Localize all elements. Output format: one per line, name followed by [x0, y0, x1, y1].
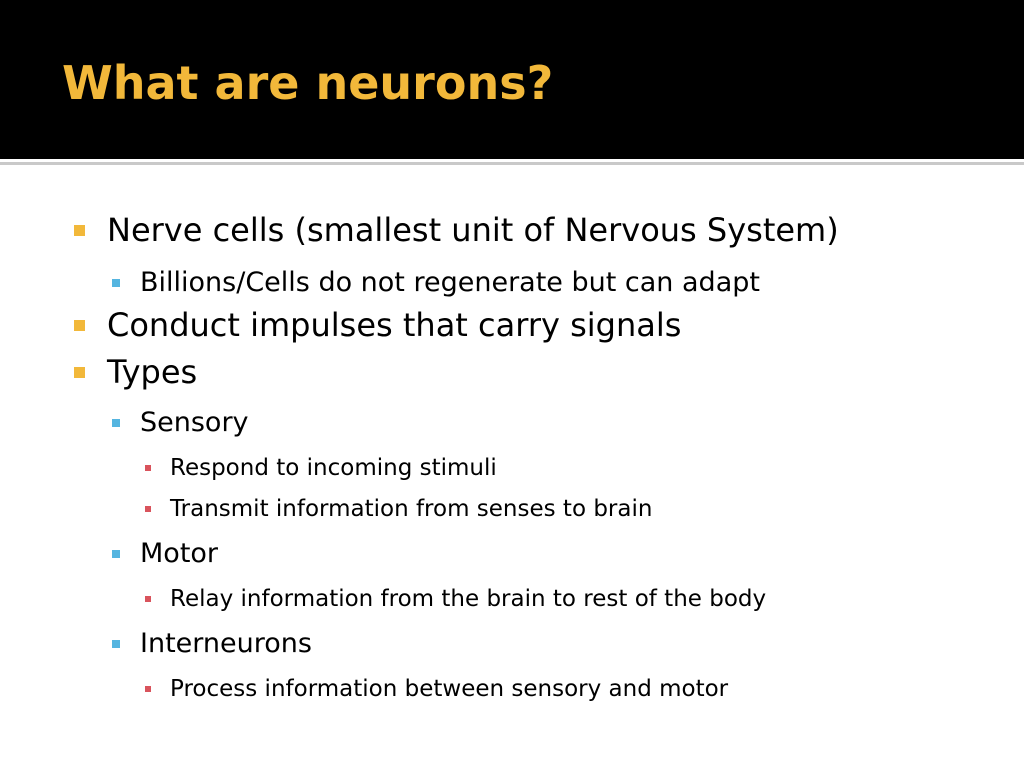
bullet-item: Types	[74, 353, 198, 391]
sub-sub-bullet-item: Respond to incoming stimuli	[145, 454, 497, 482]
bullet-text: Motor	[140, 538, 219, 569]
bullet-text: Billions/Cells do not regenerate but can…	[140, 267, 760, 298]
bullet-text: Nerve cells (smallest unit of Nervous Sy…	[107, 211, 839, 249]
sub-bullet-item: Billions/Cells do not regenerate but can…	[112, 267, 760, 299]
square-bullet-icon	[112, 419, 120, 427]
title-divider-highlight	[0, 159, 1024, 162]
bullet-text: Types	[107, 353, 198, 391]
bullet-text: Respond to incoming stimuli	[170, 455, 497, 481]
sub-sub-bullet-item: Process information between sensory and …	[145, 675, 729, 703]
sub-bullet-item: Sensory	[112, 407, 249, 439]
sub-bullet-item: Motor	[112, 538, 219, 570]
sub-bullet-item: Interneurons	[112, 628, 312, 660]
bullet-text: Relay information from the brain to rest…	[170, 586, 767, 612]
bullet-item: Nerve cells (smallest unit of Nervous Sy…	[74, 211, 839, 249]
bullet-text: Process information between sensory and …	[170, 676, 729, 702]
square-bullet-icon	[145, 686, 151, 692]
square-bullet-icon	[145, 596, 151, 602]
sub-sub-bullet-item: Relay information from the brain to rest…	[145, 585, 767, 613]
square-bullet-icon	[145, 506, 151, 512]
square-bullet-icon	[74, 225, 85, 236]
bullet-item: Conduct impulses that carry signals	[74, 306, 682, 344]
square-bullet-icon	[74, 320, 85, 331]
title-divider-shadow	[0, 162, 1024, 165]
square-bullet-icon	[145, 465, 151, 471]
square-bullet-icon	[74, 367, 85, 378]
bullet-text: Transmit information from senses to brai…	[170, 496, 653, 522]
bullet-text: Conduct impulses that carry signals	[107, 306, 682, 344]
square-bullet-icon	[112, 279, 120, 287]
square-bullet-icon	[112, 550, 120, 558]
square-bullet-icon	[112, 640, 120, 648]
slide-title: What are neurons?	[62, 56, 554, 110]
bullet-text: Interneurons	[140, 628, 312, 659]
bullet-text: Sensory	[140, 407, 249, 438]
title-bar: What are neurons?	[0, 0, 1024, 159]
sub-sub-bullet-item: Transmit information from senses to brai…	[145, 495, 653, 523]
